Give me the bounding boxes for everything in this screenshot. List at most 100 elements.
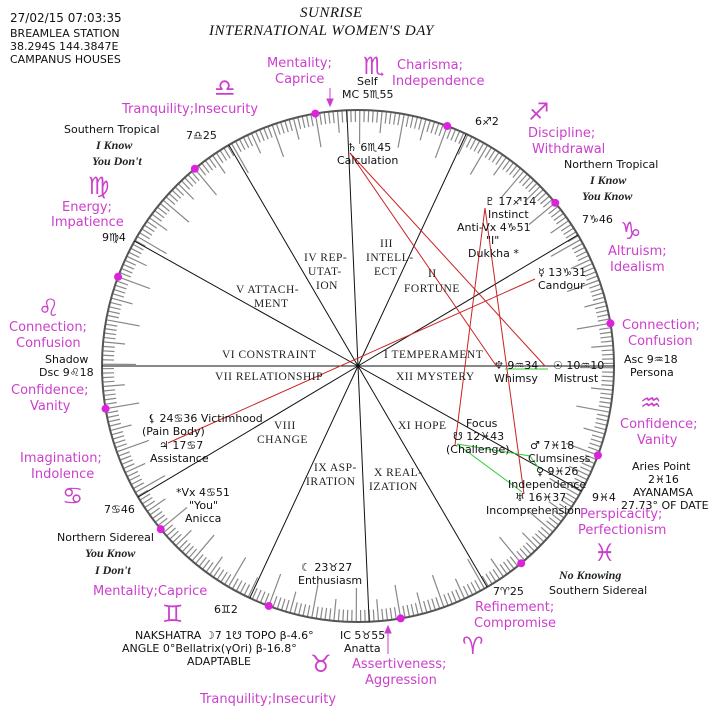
degree-tick xyxy=(584,454,597,460)
degree-tick xyxy=(314,113,322,148)
vertex-position: *Vx 4♋51 xyxy=(176,486,230,499)
degree-tick xyxy=(194,168,217,196)
degree-tick xyxy=(311,584,319,618)
degree-tick xyxy=(102,350,115,353)
cancer-icon: ♋︎ xyxy=(62,482,84,510)
degree-tick xyxy=(499,564,508,575)
gemini-icon: ♊︎ xyxy=(162,600,184,628)
degree-tick xyxy=(550,220,570,234)
degree-tick xyxy=(537,530,548,540)
chart-coordinates: 38.294S 144.3847E xyxy=(10,40,119,53)
degree-tick xyxy=(469,138,477,150)
degree-tick xyxy=(139,232,151,240)
degree-tick xyxy=(431,574,445,608)
uranus-word: Incomprehension xyxy=(486,504,581,517)
gemini-quality: Mentality;Caprice xyxy=(93,584,208,599)
degree-tick xyxy=(112,293,125,298)
degree-tick xyxy=(419,119,427,141)
degree-tick xyxy=(569,465,590,477)
degree-tick xyxy=(505,162,514,173)
degree-tick xyxy=(289,591,297,613)
degree-tick xyxy=(212,154,226,174)
degree-tick xyxy=(600,392,613,396)
degree-tick xyxy=(157,517,168,527)
aspect-pluto-node xyxy=(454,207,486,446)
sign-boundary-dot xyxy=(156,525,165,534)
degree-tick xyxy=(528,182,538,193)
degree-tick xyxy=(519,548,529,558)
degree-tick xyxy=(571,242,584,250)
degree-tick xyxy=(198,556,207,567)
sagittarius-icon: ♐︎ xyxy=(528,98,550,126)
node-word2: (Challenge) xyxy=(446,443,510,456)
degree-tick xyxy=(573,246,586,254)
degree-tick xyxy=(458,132,465,145)
degree-tick xyxy=(556,216,567,225)
degree-tick xyxy=(337,609,340,622)
house-10-label: IZATION xyxy=(369,481,418,493)
degree-tick xyxy=(102,380,115,383)
sign-boundary-dot xyxy=(443,122,452,131)
house-cusp-lines xyxy=(102,110,614,622)
degree-tick xyxy=(531,536,542,546)
degree-tick xyxy=(435,597,441,609)
degree-tick xyxy=(534,533,545,543)
degree-tick xyxy=(123,463,135,470)
pluto-position: ♇ 17♐14 xyxy=(485,195,537,208)
chart-subtitle: INTERNATIONAL WOMEN'S DAY xyxy=(209,23,434,39)
degree-tick xyxy=(102,384,125,388)
degree-tick xyxy=(450,129,457,141)
degree-tick xyxy=(136,235,167,255)
degree-ticks xyxy=(102,110,614,622)
degree-tick xyxy=(272,595,278,608)
degree-tick xyxy=(385,608,389,621)
degree-tick xyxy=(565,231,577,239)
degree-tick xyxy=(168,192,179,202)
chart-title: SUNRISE xyxy=(300,5,363,21)
degree-tick xyxy=(332,111,335,124)
degree-tick xyxy=(563,227,574,236)
degree-tick xyxy=(251,587,258,600)
degree-tick xyxy=(563,496,575,504)
aspect-saturn-sun xyxy=(349,152,546,367)
leo-quality: Connection; xyxy=(9,320,87,335)
ic-word: Anatta xyxy=(344,642,381,655)
degree-tick xyxy=(376,599,380,622)
sun-word: Mistrust xyxy=(554,372,599,385)
degree-tick xyxy=(117,276,151,290)
degree-tick xyxy=(104,397,117,401)
degree-tick xyxy=(438,124,444,137)
degree-tick xyxy=(181,542,191,553)
degree-tick xyxy=(495,154,504,166)
house-cusp-line xyxy=(228,144,359,367)
degree-tick xyxy=(596,313,609,318)
house-3-label: ECT xyxy=(374,266,398,278)
degree-tick xyxy=(108,306,121,311)
cusp-5-degree: 6♊2 xyxy=(214,603,238,616)
degree-tick xyxy=(132,243,144,251)
neptune-word: Whimsy xyxy=(494,372,538,385)
degree-tick xyxy=(502,159,511,170)
ic-arrowhead xyxy=(384,624,392,634)
degree-tick xyxy=(418,117,423,130)
degree-tick xyxy=(576,405,610,413)
degree-tick xyxy=(525,179,535,190)
asc-quality: Confusion xyxy=(628,334,693,349)
pluto-word: Instinct xyxy=(488,208,529,221)
aries-quality: Compromise xyxy=(474,616,557,631)
degree-tick xyxy=(393,112,396,125)
degree-tick xyxy=(134,239,146,247)
sign-boundary-dot xyxy=(264,601,273,610)
degree-tick xyxy=(393,607,397,620)
degree-tick xyxy=(576,322,611,330)
degree-tick xyxy=(601,349,614,352)
degree-tick xyxy=(288,119,293,132)
uranus-position: ♅ 16♓37 xyxy=(515,491,567,504)
degree-tick xyxy=(103,389,116,392)
degree-tick xyxy=(561,499,573,508)
aries-icon: ♈︎ xyxy=(462,632,484,660)
degree-tick xyxy=(584,271,597,277)
saturn-word: Calculation xyxy=(337,154,399,167)
degree-tick xyxy=(275,123,281,135)
degree-tick xyxy=(379,111,383,134)
